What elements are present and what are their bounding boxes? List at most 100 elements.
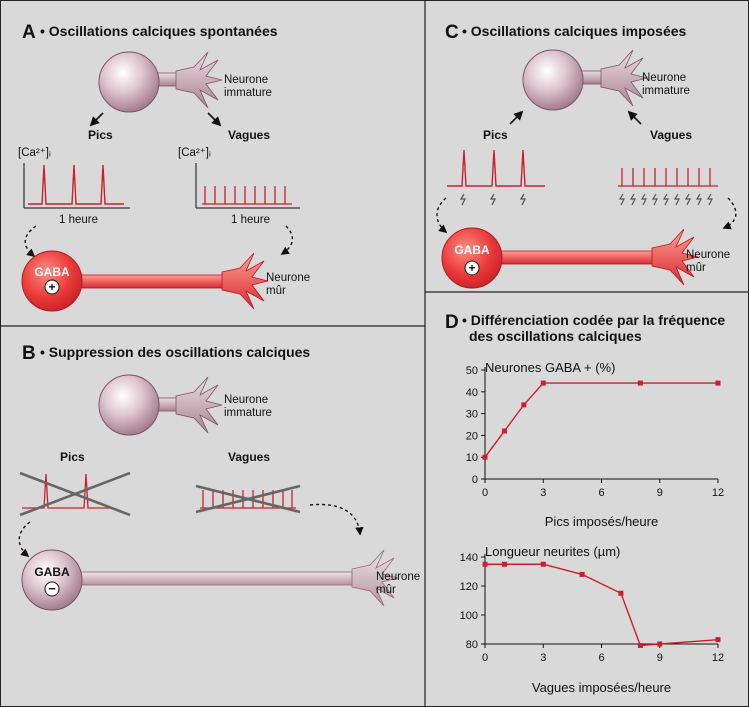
panel-b-dashed-arrow-right <box>309 503 364 536</box>
panel-b-vagues: Vagues <box>228 450 270 464</box>
x-tick-label: 3 <box>540 652 546 664</box>
panel-b-letter: B <box>22 343 36 364</box>
chart-neurite-length: Longueur neurites (µm) 80 100 120 140 0 3 6 9 12V… <box>460 544 724 695</box>
y-tick-label: 80 <box>466 639 478 651</box>
panel-a-gaba-neuron <box>21 250 269 312</box>
x-tick-label: 12 <box>712 487 724 499</box>
data-point <box>657 641 663 647</box>
data-point <box>482 561 488 567</box>
x-tick-label: 9 <box>657 487 663 499</box>
panel-c-gaba-neuron <box>441 227 699 289</box>
x-tick-label: 0 <box>482 487 488 499</box>
panel-a-vagues-trace <box>195 163 300 209</box>
panel-b-mature-1: Neurone <box>376 571 420 583</box>
panel-c-dashed-arrow-left <box>436 197 448 234</box>
data-point <box>637 642 643 648</box>
panel-c-pics-trace <box>447 149 545 206</box>
panel-d-letter: D <box>445 312 459 333</box>
chart-title: Neurones GABA + (%) <box>485 360 615 375</box>
chart-title: Longueur neurites (µm) <box>485 544 620 559</box>
panel-a-title: • Oscillations calciques spontanées <box>40 23 278 39</box>
panel-a-gaba: GABA <box>34 265 70 279</box>
panel-a-neuron-label-2: immature <box>224 87 272 99</box>
data-point <box>521 402 527 408</box>
panel-a-hour-left: 1 heure <box>59 214 98 226</box>
panel-c-arrow-pics <box>509 110 524 125</box>
panel-c-arrow-vagues <box>627 110 642 125</box>
data-point <box>501 428 507 434</box>
panel-b-gaba: GABA <box>34 565 70 579</box>
panel-c-vagues: Vagues <box>650 128 692 142</box>
y-tick-label: 100 <box>460 610 478 622</box>
panel-a-immature-neuron <box>98 51 223 113</box>
data-point <box>715 380 721 386</box>
x-tick-label: 6 <box>598 652 604 664</box>
panel-b: B • Suppression des oscillations calciqu… <box>18 343 420 611</box>
data-point <box>715 637 721 643</box>
panel-b-pics-crossed <box>19 471 131 517</box>
panel-a-pics: Pics <box>88 128 113 142</box>
panel-a: A • Oscillations calciques spontanées Ne… <box>18 22 310 312</box>
panel-b-immature-neuron <box>98 374 223 436</box>
panel-c-letter: C <box>445 22 459 43</box>
panel-c-mature-2: mûr <box>686 262 706 274</box>
y-tick-label: 120 <box>460 581 478 593</box>
y-tick-label: 0 <box>472 474 478 486</box>
panel-b-neuron-label-2: immature <box>224 407 272 419</box>
x-tick-label: 12 <box>712 652 724 664</box>
y-tick-label: 40 <box>466 387 478 399</box>
data-point <box>482 454 488 460</box>
x-tick-label: 3 <box>540 487 546 499</box>
panel-a-hour-right: 1 heure <box>231 214 270 226</box>
panel-c-title: • Oscillations calciques imposées <box>462 23 687 39</box>
y-tick-label: 20 <box>466 430 478 442</box>
x-tick-label: 6 <box>598 487 604 499</box>
data-point <box>540 380 546 386</box>
panel-a-pics-trace <box>23 163 130 209</box>
panel-b-mature-2: mûr <box>376 584 396 596</box>
panel-c-neuron-label-2: immature <box>642 85 690 97</box>
series-line <box>485 563 719 647</box>
panel-d-title-2: des oscillations calciques <box>469 328 642 344</box>
x-axis-label: Pics imposés/heure <box>545 514 658 529</box>
panel-b-dashed-arrow-left <box>18 521 31 558</box>
panel-d-title-1: • Différenciation codée par la fréquence <box>462 312 725 328</box>
x-tick-label: 0 <box>482 652 488 664</box>
panel-a-dashed-arrow-right <box>280 225 293 255</box>
y-tick-label: 30 <box>466 409 478 421</box>
y-tick-label: 50 <box>466 365 478 377</box>
panel-c-gaba: GABA <box>454 243 490 257</box>
data-point <box>540 561 546 567</box>
panel-b-neuron-label-1: Neurone <box>224 394 268 406</box>
x-tick-label: 9 <box>657 652 663 664</box>
arrow-to-pics <box>89 112 104 127</box>
panel-c-pics: Pics <box>483 128 508 142</box>
panel-c-dashed-arrow-right <box>722 197 737 230</box>
panel-c-immature-neuron <box>522 49 648 111</box>
data-point <box>618 590 624 596</box>
panel-a-vagues: Vagues <box>228 128 270 142</box>
arrow-to-vagues <box>207 112 222 127</box>
x-axis-label: Vagues imposées/heure <box>532 680 671 695</box>
data-point <box>501 561 507 567</box>
panel-a-mature-1: Neurone <box>266 272 310 284</box>
panel-b-title: • Suppression des oscillations calciques <box>40 344 310 360</box>
chart-gaba-percent: Neurones GABA + (%) 0 10 20 30 40 50 0 3 6 9 12Pics… <box>466 360 724 529</box>
panel-a-dashed-arrow-left <box>24 225 37 258</box>
panel-b-pics: Pics <box>60 450 85 464</box>
panel-a-neuron-label-1: Neurone <box>224 74 268 86</box>
panel-b-vagues-crossed <box>195 484 301 514</box>
panel-a-ca-label-left: [Ca²⁺]ᵢ <box>18 147 51 159</box>
panel-a-letter: A <box>22 22 36 43</box>
data-point <box>637 380 643 386</box>
panel-b-gaba-neuron <box>21 549 399 611</box>
panel-c-vagues-trace <box>618 168 718 206</box>
y-tick-label: 10 <box>466 452 478 464</box>
panel-c-gaba-sign: + <box>468 261 475 275</box>
panel-b-gaba-sign: − <box>48 581 56 596</box>
panel-d: D • Différenciation codée par la fréquen… <box>445 312 725 695</box>
y-tick-label: 140 <box>460 552 478 564</box>
panel-c: C • Oscillations calciques imposées Neur… <box>436 22 737 289</box>
panel-c-neuron-label-1: Neurone <box>642 72 686 84</box>
